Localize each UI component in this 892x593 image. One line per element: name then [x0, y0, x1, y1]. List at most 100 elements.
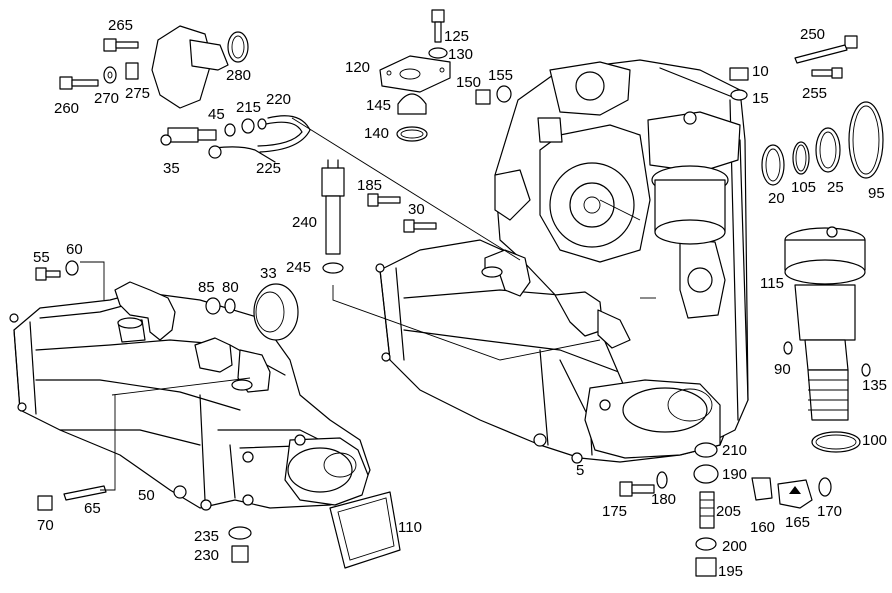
callout-label-265: 265 — [108, 17, 133, 34]
callout-label-110: 110 — [398, 519, 422, 536]
bolt-30 — [403, 219, 437, 233]
callout-label-205: 205 — [716, 503, 741, 520]
o-ring-95 — [848, 101, 884, 179]
bolt-260 — [59, 76, 99, 90]
callout-label-35: 35 — [163, 160, 180, 177]
callout-label-175: 175 — [602, 503, 627, 520]
o-ring-100 — [811, 431, 861, 453]
callout-label-45: 45 — [208, 106, 225, 123]
washer-270 — [103, 66, 117, 84]
washer-200 — [695, 537, 717, 551]
actuator-115 — [784, 226, 866, 421]
bolt-185 — [367, 193, 401, 207]
bolt-125 — [431, 9, 445, 43]
callout-label-55: 55 — [33, 249, 50, 266]
callout-label-65: 65 — [84, 500, 101, 517]
callout-label-120: 120 — [345, 59, 370, 76]
callout-label-180: 180 — [651, 491, 676, 508]
callout-label-15: 15 — [752, 90, 769, 107]
breather-145 — [397, 93, 427, 115]
bolt-55 — [35, 267, 61, 281]
callout-label-210: 210 — [722, 442, 747, 459]
cover-plate-dust — [151, 25, 229, 109]
callout-label-50: 50 — [138, 487, 155, 504]
callout-label-70: 70 — [37, 517, 54, 534]
seal-90 — [783, 341, 793, 355]
bolt-265 — [103, 38, 139, 52]
callout-label-80: 80 — [222, 279, 239, 296]
bolt-255 — [811, 67, 843, 79]
callout-label-5: 5 — [576, 462, 584, 479]
callout-label-30: 30 — [408, 201, 425, 218]
callout-label-165: 165 — [785, 514, 810, 531]
callout-label-155: 155 — [488, 67, 513, 84]
o-ring-20 — [761, 144, 785, 186]
callout-label-220: 220 — [266, 91, 291, 108]
callout-label-60: 60 — [66, 241, 83, 258]
washer-215 — [241, 118, 267, 134]
nut-275 — [125, 62, 139, 80]
callout-label-190: 190 — [722, 466, 747, 483]
callout-label-280: 280 — [226, 67, 251, 84]
callout-label-230: 230 — [194, 547, 219, 564]
callout-label-150: 150 — [456, 74, 481, 91]
washer-235 — [228, 526, 252, 540]
callout-label-115: 115 — [760, 275, 784, 292]
clip-180 — [656, 471, 668, 489]
callout-label-185: 185 — [357, 177, 382, 194]
callout-label-140: 140 — [364, 125, 389, 142]
callout-label-10: 10 — [752, 63, 769, 80]
seal-33 — [253, 283, 299, 341]
bolt-65 — [63, 485, 107, 501]
seal-15 — [730, 89, 748, 101]
seal-170 — [818, 477, 832, 497]
washer-80 — [224, 298, 236, 314]
o-ring-105 — [792, 141, 810, 175]
callout-label-90: 90 — [774, 361, 791, 378]
callout-label-270: 270 — [94, 90, 119, 107]
bolt-250 — [794, 35, 858, 64]
valve-165 — [777, 479, 813, 509]
left-transmission-housing — [9, 281, 371, 511]
bolt-175 — [619, 481, 655, 497]
callout-label-225: 225 — [256, 160, 281, 177]
callout-label-195: 195 — [718, 563, 743, 580]
callout-label-95: 95 — [868, 185, 885, 202]
callout-label-33: 33 — [260, 265, 277, 282]
callout-label-170: 170 — [817, 503, 842, 520]
wire-220 — [257, 115, 311, 153]
callout-label-145: 145 — [366, 97, 391, 114]
o-ring-280 — [227, 31, 249, 63]
callout-label-240: 240 — [292, 214, 317, 231]
sensor-240 — [321, 159, 345, 255]
washer-245 — [322, 262, 344, 274]
bolt-70 — [37, 495, 53, 511]
o-ring-25 — [815, 127, 841, 173]
seal-135 — [861, 363, 871, 377]
callout-label-260: 260 — [54, 100, 79, 117]
washer-190 — [693, 464, 719, 484]
plug-195 — [695, 557, 717, 577]
plug-10 — [729, 67, 749, 81]
callout-label-235: 235 — [194, 528, 219, 545]
washer-210 — [694, 442, 718, 458]
o-ring-140 — [396, 126, 428, 142]
callout-label-105: 105 — [791, 179, 816, 196]
callout-label-250: 250 — [800, 26, 825, 43]
clamp-160 — [751, 477, 773, 501]
harness-225 — [208, 145, 276, 163]
callout-label-160: 160 — [750, 519, 775, 536]
callout-label-85: 85 — [198, 279, 215, 296]
callout-label-255: 255 — [802, 85, 827, 102]
callout-label-25: 25 — [827, 179, 844, 196]
gasket-120 — [379, 55, 451, 93]
plug-230 — [231, 545, 249, 563]
right-transmission-housing — [375, 59, 749, 464]
callout-label-215: 215 — [236, 99, 261, 116]
washer-85 — [205, 297, 221, 315]
callout-label-125: 125 — [444, 28, 469, 45]
callout-label-275: 275 — [125, 85, 150, 102]
